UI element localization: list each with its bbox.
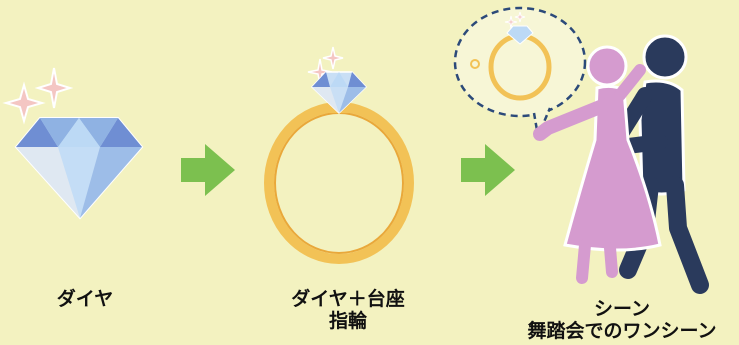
- diamond-step: [2, 67, 144, 220]
- ring-icon: [264, 71, 414, 264]
- caption-line: ダイヤ＋台座: [291, 288, 405, 310]
- diamond-caption: ダイヤ: [30, 288, 140, 310]
- sparkle-icon: [2, 67, 74, 125]
- scene-caption: シーン 舞踏会でのワンシーン: [505, 298, 739, 342]
- arrow-right-icon: [181, 144, 235, 196]
- diamond-icon: [14, 117, 144, 220]
- woman-figure: [533, 45, 662, 284]
- caption-line: ダイヤ: [56, 288, 114, 310]
- arrow-right-icon: [461, 144, 515, 196]
- caption-line: シーン: [593, 298, 651, 320]
- caption-line: 舞踏会でのワンシーン: [527, 320, 717, 342]
- ring-step: [264, 46, 414, 264]
- scene-step: [453, 6, 709, 294]
- thought-bubble-icon: [453, 6, 587, 141]
- caption-line: 指輪: [328, 310, 367, 332]
- ring-caption: ダイヤ＋台座 指輪: [268, 288, 428, 332]
- dancing-couple-icon: [533, 34, 709, 294]
